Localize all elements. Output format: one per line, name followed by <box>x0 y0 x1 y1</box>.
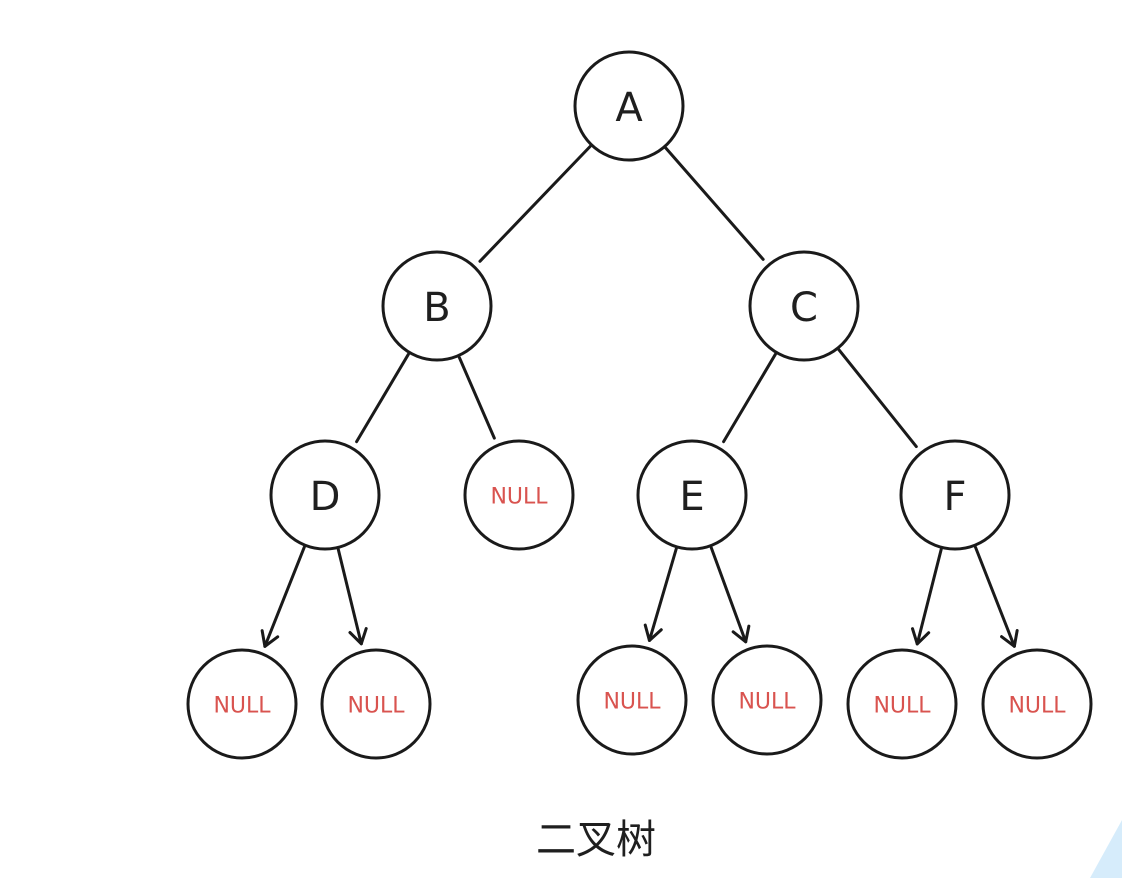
node-label-E-left: NULL <box>603 690 661 715</box>
null-node-B-right: NULL <box>463 439 575 551</box>
node-label-B-right: NULL <box>490 485 548 510</box>
null-node-E-left: NULL <box>576 644 688 756</box>
node-circle-E <box>636 439 748 551</box>
edge-E-to-E-right <box>709 546 748 644</box>
arrowhead-D-to-D-left <box>260 629 280 648</box>
edge-F-to-F-left <box>915 547 943 646</box>
null-node-F-right: NULL <box>981 648 1093 760</box>
null-node-F-left: NULL <box>846 648 958 760</box>
null-node-D-right: NULL <box>320 648 432 760</box>
arrowhead-F-to-F-right <box>1000 629 1019 648</box>
tree-node-E: E <box>636 439 748 551</box>
node-circle-B-right <box>463 439 575 551</box>
edge-D-to-D-right <box>336 547 363 646</box>
edge-C-to-F <box>837 348 918 449</box>
diagram-caption: 二叉树 <box>536 817 656 863</box>
node-label-E-right: NULL <box>738 690 796 715</box>
edge-B-to-D <box>355 352 410 444</box>
edge-A-to-B <box>478 144 592 263</box>
edge-F-to-F-right <box>973 545 1016 648</box>
edge-E-to-E-left <box>647 547 678 642</box>
edge-A-to-C <box>664 146 765 261</box>
arrowhead-D-to-D-right <box>348 627 368 646</box>
null-node-D-left: NULL <box>186 648 298 760</box>
edge-C-to-E <box>722 352 777 444</box>
nodes-layer: A B C D NULL E F NULL NULL NULL NULL NULL NULL <box>186 50 1093 760</box>
node-label-B: B <box>423 285 450 331</box>
node-label-D-left: NULL <box>213 694 271 719</box>
node-circle-D-left <box>186 648 298 760</box>
node-circle-E-left <box>576 644 688 756</box>
node-circle-F <box>899 439 1011 551</box>
node-circle-D-right <box>320 648 432 760</box>
node-label-F-right: NULL <box>1008 694 1066 719</box>
tree-node-C: C <box>748 250 860 362</box>
tree-node-D: D <box>269 439 381 551</box>
node-label-F-left: NULL <box>873 694 931 719</box>
edge-B-to-B-right <box>457 355 496 440</box>
node-circle-F-right <box>981 648 1093 760</box>
null-node-E-right: NULL <box>711 644 823 756</box>
node-circle-D <box>269 439 381 551</box>
node-label-D: D <box>310 474 341 520</box>
node-circle-F-left <box>846 648 958 760</box>
corner-accent-shape <box>1090 820 1122 878</box>
arrowhead-E-to-E-right <box>731 624 751 644</box>
tree-node-B: B <box>381 250 493 362</box>
node-label-E: E <box>679 474 704 520</box>
node-label-C: C <box>790 285 818 331</box>
arrowhead-F-to-F-left <box>910 627 931 646</box>
edge-D-to-D-left <box>263 545 306 648</box>
arrowhead-E-to-E-left <box>643 623 663 642</box>
node-label-D-right: NULL <box>347 694 405 719</box>
tree-node-A: A <box>573 50 685 162</box>
node-label-F: F <box>943 474 966 520</box>
node-circle-A <box>573 50 685 162</box>
node-circle-B <box>381 250 493 362</box>
node-circle-E-right <box>711 644 823 756</box>
node-label-A: A <box>615 85 643 131</box>
node-circle-C <box>748 250 860 362</box>
edges-layer <box>260 144 1019 648</box>
tree-node-F: F <box>899 439 1011 551</box>
